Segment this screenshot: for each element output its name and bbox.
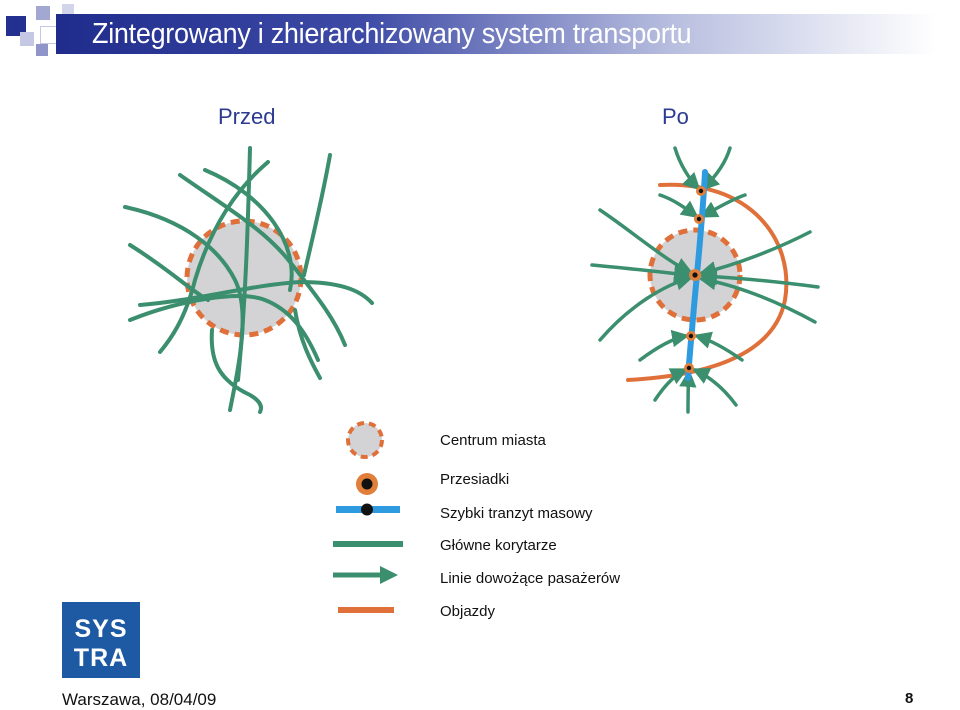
legend-label-interchanges: Przesiadki xyxy=(440,471,510,488)
feeder-line xyxy=(691,368,738,407)
legend-label-rapid-transit: Szybki tranzyt masowy xyxy=(440,505,593,522)
legend-label-bypasses: Objazdy xyxy=(440,603,496,620)
after-label: Po xyxy=(662,104,689,129)
feeder-line xyxy=(693,331,744,362)
slide-title: Zintegrowany i zhierarchizowany system t… xyxy=(92,18,692,50)
footer-location-date: Warszawa, 08/04/09 xyxy=(62,690,217,709)
decorative-square xyxy=(20,32,34,46)
logo-text-line1: SYS xyxy=(74,615,127,643)
before-label: Przed xyxy=(218,104,276,129)
before-corridor xyxy=(128,294,320,362)
after-diagram xyxy=(590,146,820,414)
decorative-square xyxy=(62,4,74,16)
feeder-line xyxy=(658,193,699,219)
feeder-line xyxy=(698,272,817,324)
logo-graphic: SYS TRA xyxy=(74,615,128,672)
feeder-line xyxy=(638,329,690,362)
title-bar xyxy=(56,14,936,54)
before-corridor xyxy=(123,205,245,412)
before-corridor xyxy=(302,153,332,277)
legend-corridor-icon xyxy=(333,541,403,547)
page-number: 8 xyxy=(905,690,914,707)
feeder-line xyxy=(673,146,701,191)
before-corridor xyxy=(293,308,322,380)
decorative-square xyxy=(36,6,50,20)
legend-bypass-icon xyxy=(338,607,394,613)
rapid-transit-line xyxy=(685,169,708,381)
feeder-line xyxy=(598,273,694,342)
feeder-line xyxy=(701,146,732,191)
legend-label-feeders: Linie dowożące pasażerów xyxy=(440,570,621,587)
before-corridor xyxy=(158,160,270,354)
before-diagram xyxy=(123,146,374,414)
before-corridor xyxy=(209,328,263,414)
logo-text-line2: TRA xyxy=(74,644,128,672)
systra-logo: SYS TRA xyxy=(62,602,140,678)
slide-header: Zintegrowany i zhierarchizowany system t… xyxy=(0,0,960,64)
decorative-square xyxy=(36,44,48,56)
legend-symbols xyxy=(333,421,403,613)
legend-label-city-center: Centrum miasta xyxy=(440,432,546,449)
before-corridor xyxy=(138,279,374,307)
legend-label-corridors: Główne korytarze xyxy=(440,537,557,554)
feeder-line xyxy=(699,193,747,218)
decorative-square xyxy=(6,16,26,36)
legend-city-center-icon xyxy=(346,421,384,459)
before-corridor xyxy=(203,168,294,292)
